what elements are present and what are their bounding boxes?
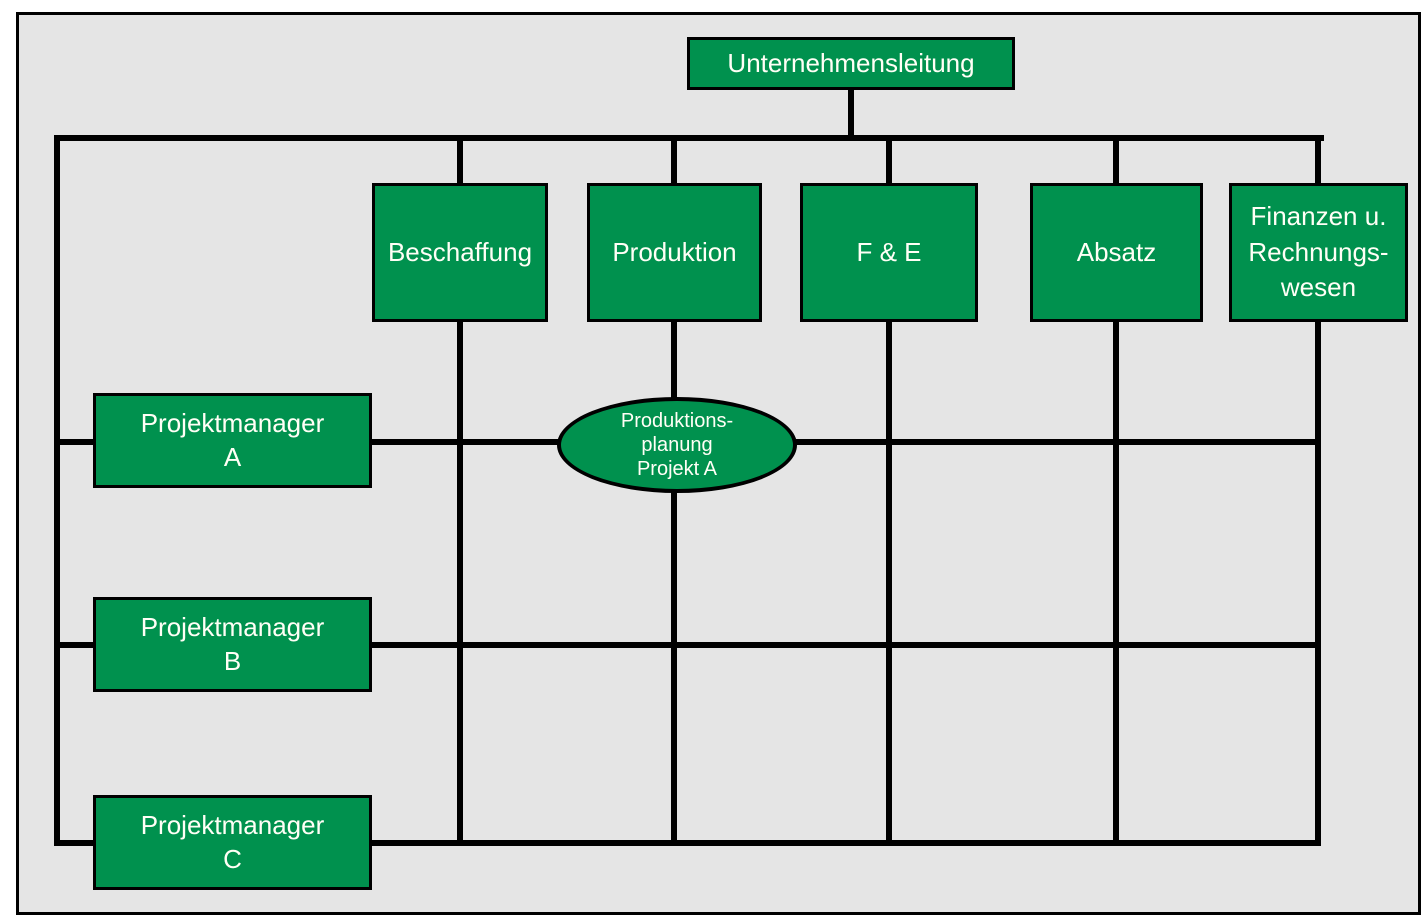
node-absatz: Absatz bbox=[1030, 183, 1203, 322]
node-label: Projektmanager C bbox=[140, 809, 325, 874]
connector-top-node-stub bbox=[848, 88, 854, 140]
node-produktion: Produktion bbox=[587, 183, 762, 322]
node-label: Beschaffung bbox=[387, 236, 533, 267]
node-label: Unternehmensleitung bbox=[727, 47, 975, 78]
connector-left-vertical bbox=[54, 135, 60, 846]
node-beschaffung: Beschaffung bbox=[372, 183, 548, 322]
node-projektmanager-a: Projektmanager A bbox=[93, 393, 372, 488]
node-unternehmensleitung: Unternehmensleitung bbox=[687, 37, 1015, 90]
node-finanzen-rechnungswesen: Finanzen u. Rechnungs- wesen bbox=[1229, 183, 1408, 322]
node-label: Projektmanager B bbox=[140, 611, 325, 676]
node-label: F & E bbox=[856, 236, 922, 267]
column-line-finanzen bbox=[1315, 137, 1321, 846]
node-label: Finanzen u. Rechnungs- wesen bbox=[1248, 200, 1389, 303]
column-line-absatz bbox=[1113, 137, 1119, 846]
node-label: Projektmanager A bbox=[140, 407, 325, 472]
column-line-beschaffung bbox=[457, 137, 463, 846]
node-projektmanager-b: Projektmanager B bbox=[93, 597, 372, 692]
node-label: Produktions- planung Projekt A bbox=[620, 410, 734, 480]
node-f-und-e: F & E bbox=[800, 183, 978, 322]
node-label: Absatz bbox=[1076, 236, 1157, 267]
node-label: Produktion bbox=[612, 236, 737, 267]
connector-top-horizontal bbox=[54, 135, 1324, 141]
node-produktionsplanung-projekt-a: Produktions- planung Projekt A bbox=[557, 397, 797, 493]
node-projektmanager-c: Projektmanager C bbox=[93, 795, 372, 890]
row-line-projekt-c bbox=[54, 840, 1321, 846]
column-line-f-und-e bbox=[886, 137, 892, 846]
row-line-projekt-b bbox=[54, 642, 1321, 648]
